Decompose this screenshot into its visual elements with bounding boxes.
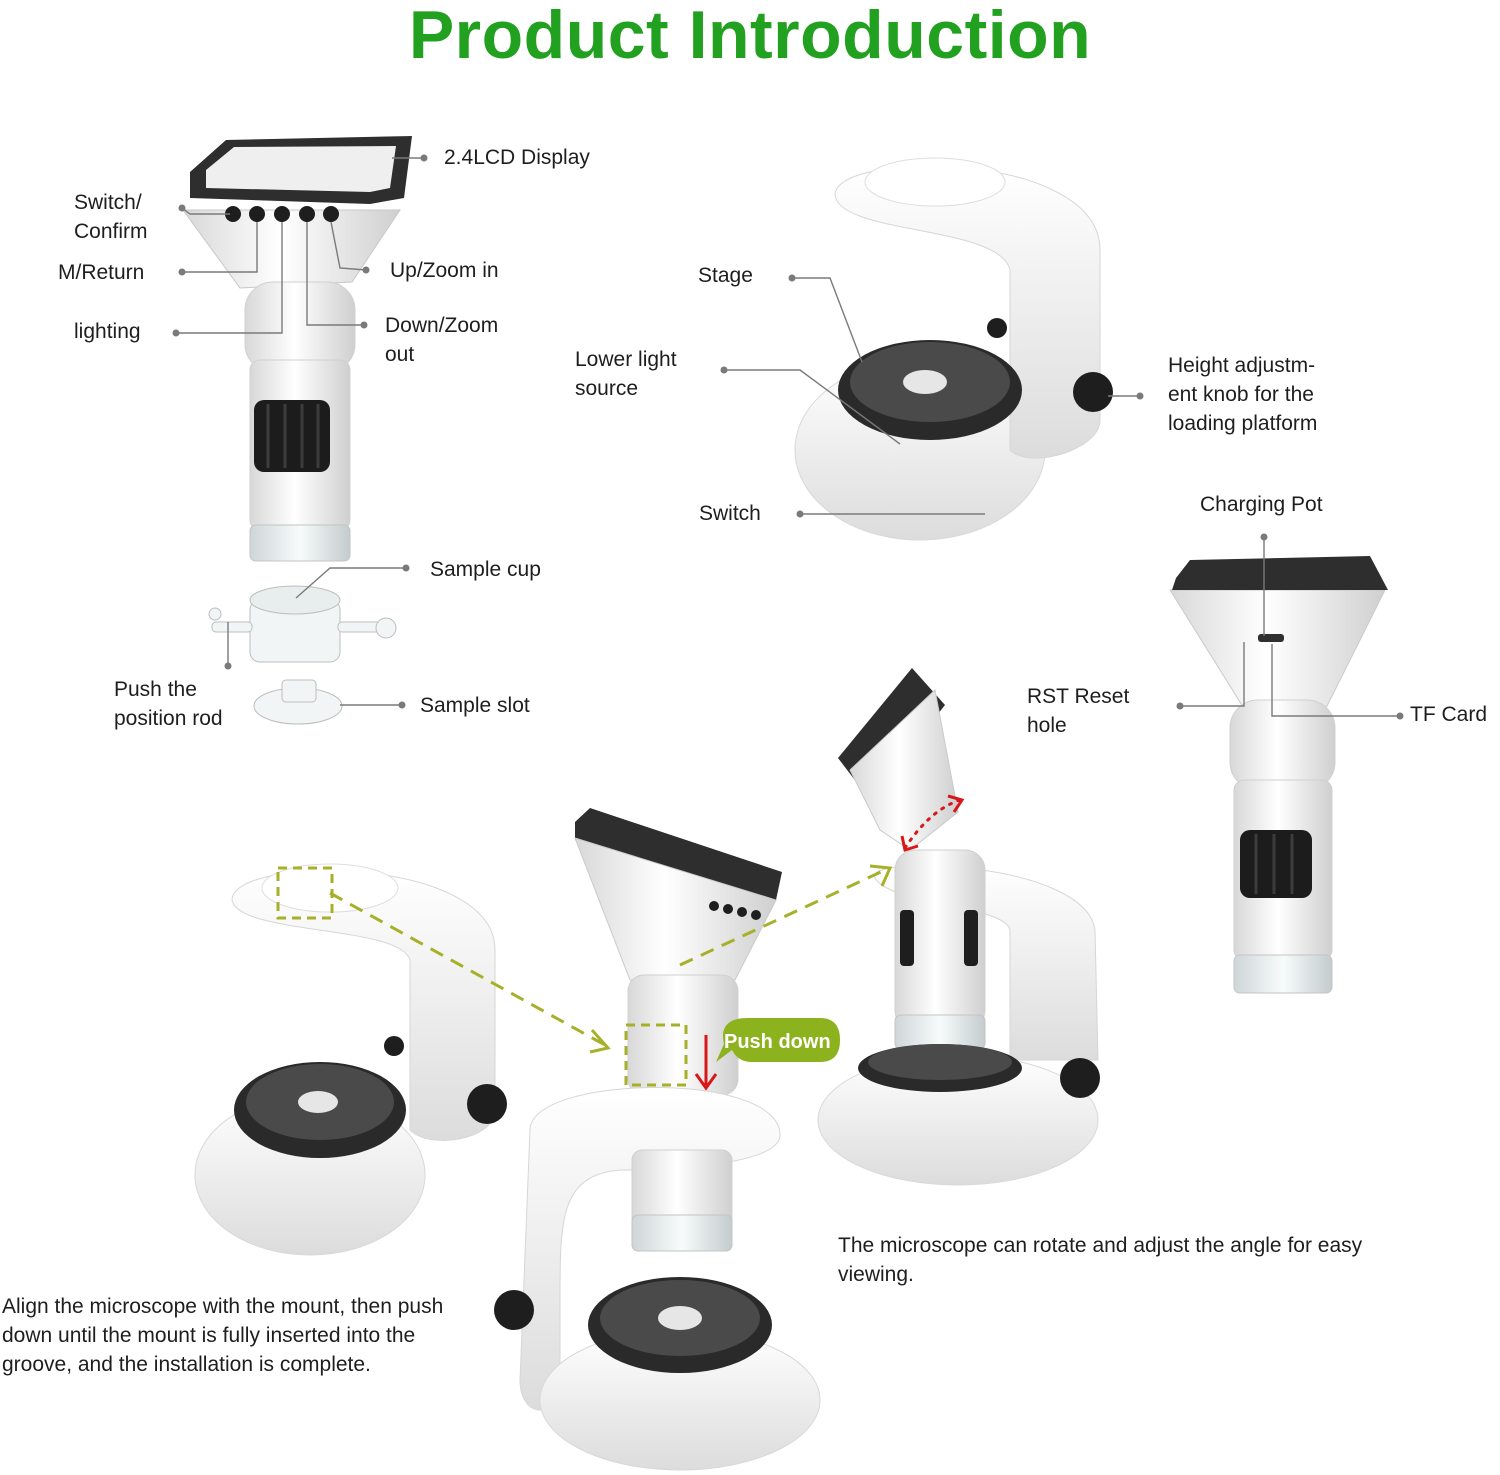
label-push-rod-2: position rod [114, 707, 223, 730]
label-lighting: lighting [74, 320, 141, 343]
leader-dots [172, 154, 1404, 720]
label-height-knob-1: Height adjustm- [1168, 354, 1316, 377]
handheld-microscope-front [182, 136, 412, 562]
label-stage: Stage [698, 264, 753, 287]
label-down-zoom-out-2: out [385, 343, 415, 366]
label-rst-reset-2: hole [1027, 714, 1067, 737]
label-sample-slot: Sample slot [420, 694, 530, 717]
label-lcd-display: 2.4LCD Display [444, 146, 590, 169]
label-sample-cup: Sample cup [430, 558, 541, 581]
label-switch: Switch [699, 502, 761, 525]
push-down-bubble: Push down [716, 1018, 840, 1062]
label-rst-reset-1: RST Reset [1027, 685, 1130, 708]
guide-arrowhead-1 [589, 1029, 611, 1054]
page-title: Product Introduction [408, 0, 1092, 73]
push-down-label: Push down [724, 1031, 831, 1053]
handheld-microscope-back [1169, 556, 1388, 994]
label-m-return: M/Return [58, 261, 145, 284]
microscope-assembled-middle [494, 808, 821, 1471]
guide-arrows [329, 868, 886, 1047]
label-lower-light-2: source [575, 377, 639, 400]
guide-arrowhead-2 [869, 864, 893, 887]
label-up-zoom-in: Up/Zoom in [390, 259, 499, 282]
label-height-knob-3: loading platform [1168, 412, 1318, 435]
label-push-rod-1: Push the [114, 678, 197, 701]
sample-cup [208, 585, 397, 663]
caption-rotate: The microscope can rotate and adjust the… [838, 1234, 1363, 1286]
microscope-stand [794, 157, 1113, 541]
label-switch-confirm-1: Switch/ [74, 191, 142, 214]
label-charging-pot: Charging Pot [1200, 493, 1323, 516]
label-tf-card: TF Card [1410, 703, 1488, 726]
caption-align: Align the microscope with the mount, the… [2, 1295, 444, 1376]
stand-bottom-left [194, 863, 507, 1256]
label-switch-confirm-2: Confirm [74, 220, 148, 243]
label-lower-light-1: Lower light [575, 348, 677, 371]
label-height-knob-2: ent knob for the [1168, 383, 1314, 406]
leader-lines [176, 157, 1400, 717]
sample-slot [253, 679, 343, 725]
microscope-rotated-right [817, 668, 1100, 1186]
label-down-zoom-out-1: Down/Zoom [385, 314, 499, 337]
push-down-arrow [694, 1035, 718, 1091]
